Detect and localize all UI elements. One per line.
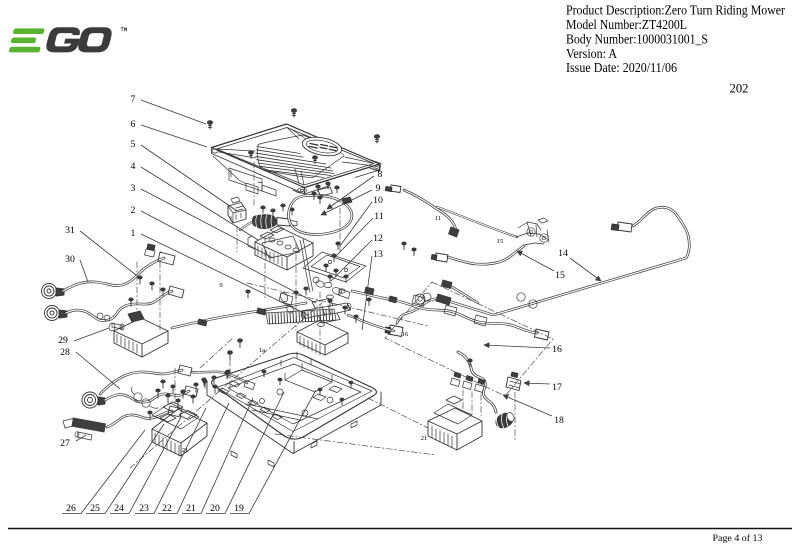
svg-text:16: 16 bbox=[552, 344, 562, 355]
svg-text:14: 14 bbox=[558, 248, 568, 259]
svg-text:26: 26 bbox=[66, 503, 76, 514]
svg-text:4: 4 bbox=[131, 161, 136, 172]
svg-text:27: 27 bbox=[60, 438, 70, 449]
svg-text:23: 23 bbox=[139, 503, 149, 514]
svg-text:10: 10 bbox=[373, 195, 383, 206]
svg-text:Issue Date: 2020/11/06: Issue Date: 2020/11/06 bbox=[566, 60, 677, 75]
svg-text:29: 29 bbox=[58, 335, 68, 346]
svg-text:28: 28 bbox=[60, 347, 70, 358]
svg-text:5: 5 bbox=[131, 139, 136, 150]
svg-text:21: 21 bbox=[421, 435, 428, 442]
svg-text:15: 15 bbox=[555, 270, 565, 281]
svg-text:16: 16 bbox=[402, 331, 409, 338]
svg-text:22: 22 bbox=[162, 503, 172, 514]
svg-text:8: 8 bbox=[378, 169, 383, 180]
svg-text:30: 30 bbox=[65, 254, 75, 265]
svg-text:11: 11 bbox=[435, 215, 441, 222]
svg-text:13: 13 bbox=[373, 249, 383, 260]
svg-text:202: 202 bbox=[730, 81, 749, 96]
svg-text:15: 15 bbox=[497, 238, 504, 245]
svg-text:12: 12 bbox=[373, 233, 383, 244]
svg-text:25: 25 bbox=[90, 503, 100, 514]
svg-text:19: 19 bbox=[234, 503, 244, 514]
svg-text:18: 18 bbox=[554, 415, 564, 426]
svg-text:21: 21 bbox=[186, 503, 196, 514]
svg-text:Model Number:ZT4200L: Model Number:ZT4200L bbox=[566, 17, 687, 32]
svg-text:1a: 1a bbox=[259, 347, 265, 354]
svg-text:Product Description:Zero Turn: Product Description:Zero Turn Riding Mow… bbox=[566, 3, 785, 18]
svg-text:3: 3 bbox=[131, 183, 136, 194]
svg-text:17: 17 bbox=[552, 382, 562, 393]
svg-text:1: 1 bbox=[131, 228, 136, 239]
svg-text:Page 4 of 13: Page 4 of 13 bbox=[713, 533, 764, 543]
svg-text:24: 24 bbox=[114, 503, 124, 514]
svg-text:6: 6 bbox=[131, 119, 136, 130]
svg-text:31: 31 bbox=[65, 225, 75, 236]
svg-text:9: 9 bbox=[219, 282, 222, 289]
svg-text:11: 11 bbox=[374, 211, 384, 222]
svg-text:Version: A: Version: A bbox=[566, 46, 617, 61]
svg-text:Body Number:1000031001_S: Body Number:1000031001_S bbox=[566, 31, 708, 46]
svg-text:20: 20 bbox=[210, 503, 220, 514]
svg-text:2: 2 bbox=[131, 205, 136, 216]
svg-text:7: 7 bbox=[131, 94, 136, 105]
svg-text:9: 9 bbox=[376, 183, 381, 194]
